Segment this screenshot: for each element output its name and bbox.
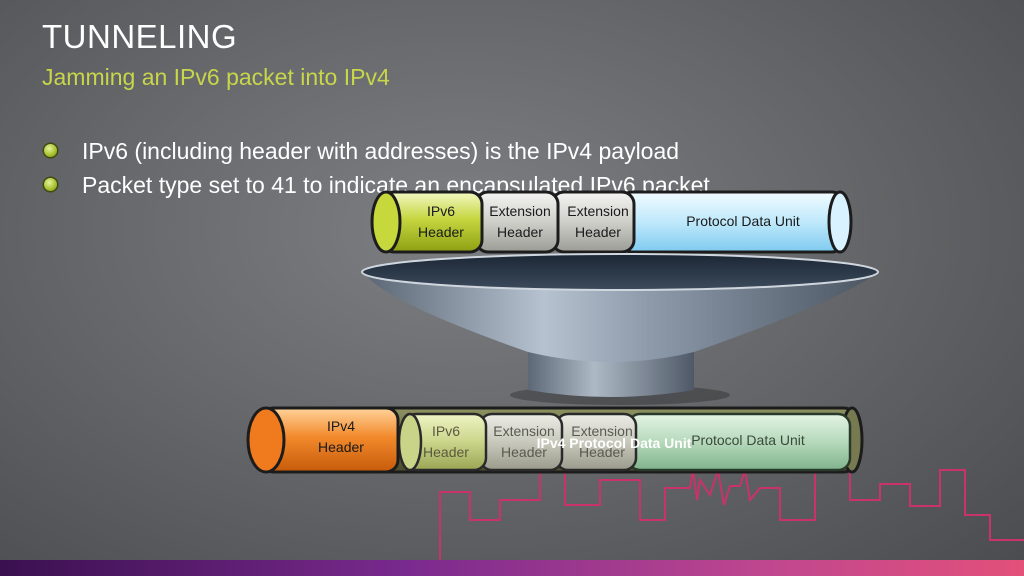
slide-subtitle: Jamming an IPv6 packet into IPv4 — [42, 64, 390, 90]
ipv6-header-label: Header — [418, 224, 464, 240]
extension-header-label: Header — [497, 224, 543, 240]
extension-header-label: Extension — [489, 203, 550, 219]
bullet-text: IPv6 (including header with addresses) i… — [82, 138, 680, 164]
extension-header-label: Header — [501, 444, 547, 460]
funnel-graphic — [361, 253, 879, 405]
extension-header-segment — [550, 190, 636, 254]
bullet-dot-icon — [44, 144, 57, 157]
extension-header-label: Extension — [567, 203, 628, 219]
funnel-rim — [361, 253, 879, 291]
funnel-cone — [364, 272, 878, 362]
ipv6-header-cap — [397, 412, 423, 472]
ipv4-payload-label: IPv4 Protocol Data Unit — [537, 435, 692, 451]
extension-header-segment — [474, 190, 560, 254]
ipv6-header-label: IPv6 — [432, 423, 460, 439]
bullet-item: IPv6 (including header with addresses) i… — [44, 134, 710, 168]
extension-header-label: Header — [575, 224, 621, 240]
ipv4-header-cap — [246, 406, 286, 474]
ipv4-packet: IPv4 Header IPv6 Header Extension Header… — [246, 406, 864, 474]
bullet-dot-icon — [44, 178, 57, 191]
pdu-label: Protocol Data Unit — [691, 432, 805, 448]
extension-header-label: Extension — [493, 423, 554, 439]
pdu-label: Protocol Data Unit — [686, 213, 800, 229]
pdu-end-cap — [827, 190, 853, 254]
slide-title: TUNNELING — [42, 18, 238, 55]
extension-header-label: Header — [579, 444, 625, 460]
ipv4-header-label: Header — [318, 439, 364, 455]
funnel-spout — [528, 352, 694, 397]
extension-header-label: Extension — [571, 423, 632, 439]
bottom-accent-bar — [0, 560, 1024, 576]
skyline-decoration — [439, 469, 1024, 560]
ipv6-header-cap — [370, 190, 402, 254]
ipv6-header-label: IPv6 — [427, 203, 455, 219]
ipv6-packet: IPv6 Header Extension Header Extension H… — [370, 190, 853, 254]
ipv4-header-label: IPv4 — [327, 418, 355, 434]
bullet-list: IPv6 (including header with addresses) i… — [44, 134, 710, 202]
ipv6-header-label: Header — [423, 444, 469, 460]
